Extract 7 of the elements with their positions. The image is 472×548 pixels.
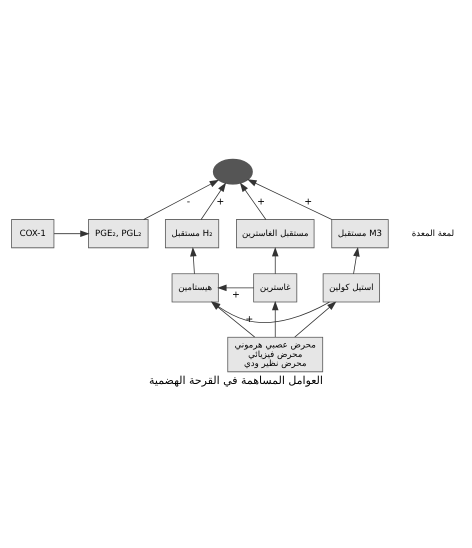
edge-label: + xyxy=(257,196,266,207)
edge-label: + xyxy=(216,196,224,207)
edge-label: + xyxy=(232,289,240,300)
edge-label: + xyxy=(304,196,312,207)
edge-label: - xyxy=(186,196,190,207)
label: لمعة المعدة xyxy=(412,228,454,238)
caption: العوامل المساهمة في القرحة الهضمية xyxy=(149,373,323,386)
